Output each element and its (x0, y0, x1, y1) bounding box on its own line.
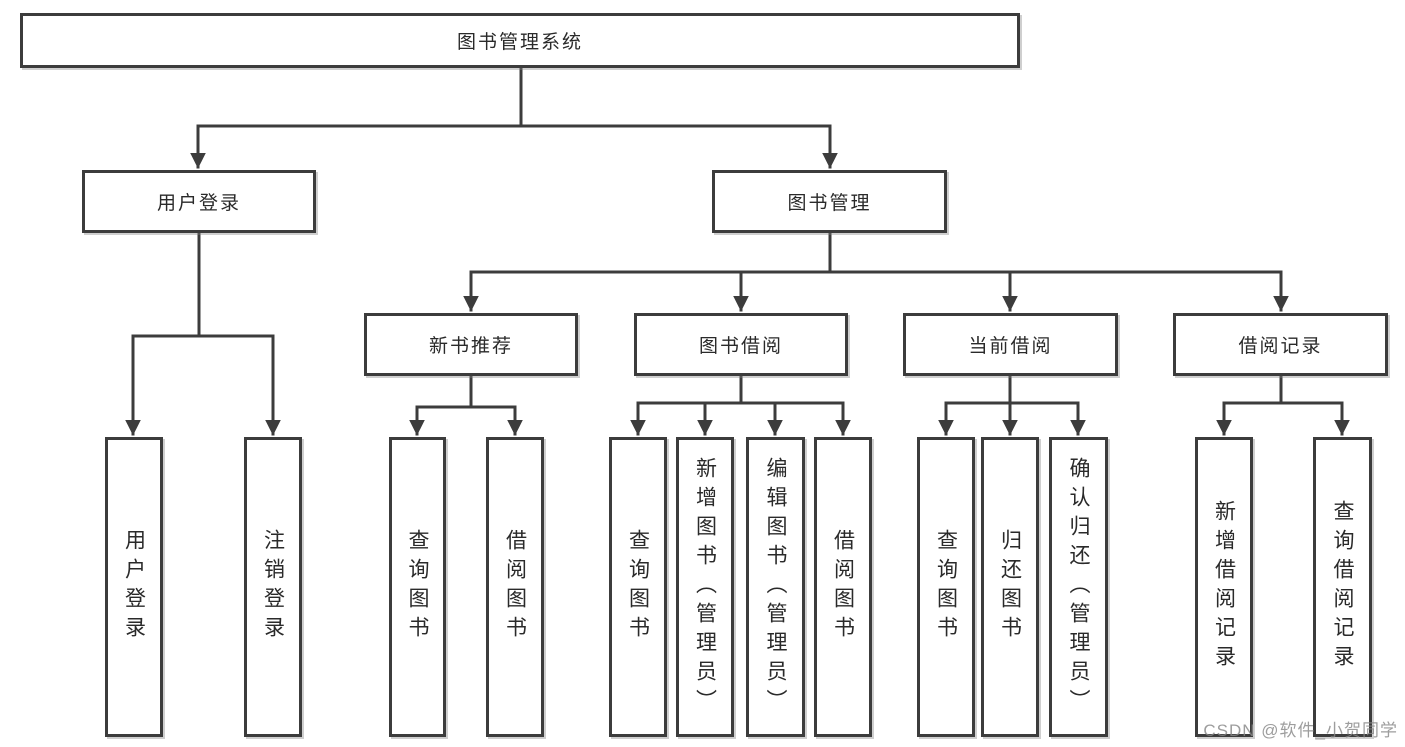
leaf-add-books-admin: 新增图书（管理员） (676, 437, 734, 737)
node-label: 借阅图书 (831, 529, 855, 645)
leaf-add-borrow-record: 新增借阅记录 (1195, 437, 1253, 737)
node-borrowing-records: 借阅记录 (1173, 313, 1388, 376)
leaf-search-books-recommend: 查询图书 (389, 437, 446, 737)
leaf-confirm-return-admin: 确认归还（管理员） (1049, 437, 1108, 737)
node-label: 确认归还（管理员） (1067, 456, 1090, 718)
node-label: 用户登录 (122, 529, 146, 645)
node-label: 注销登录 (261, 529, 285, 645)
leaf-edit-books-admin: 编辑图书（管理员） (746, 437, 805, 737)
node-book-borrowing: 图书借阅 (634, 313, 848, 376)
leaf-borrow-books-recommend: 借阅图书 (486, 437, 544, 737)
node-label: 图书借阅 (698, 336, 783, 357)
node-label: 归还图书 (998, 529, 1022, 645)
node-label: 编辑图书（管理员） (764, 456, 787, 718)
node-label: 新增借阅记录 (1212, 500, 1236, 674)
node-label: 查询图书 (626, 529, 650, 645)
node-library-management-system: 图书管理系统 (20, 13, 1020, 68)
node-label: 查询图书 (406, 529, 429, 645)
node-label: 借阅图书 (503, 529, 527, 645)
node-new-book-recommendation: 新书推荐 (364, 313, 578, 376)
node-label: 查询图书 (934, 529, 958, 645)
node-label: 新书推荐 (428, 336, 513, 357)
node-label: 图书管理系统 (456, 32, 583, 53)
node-label: 当前借阅 (968, 336, 1053, 357)
leaf-borrow-books-borrowing: 借阅图书 (814, 437, 872, 737)
node-label: 图书管理 (787, 193, 872, 214)
node-label: 查询借阅记录 (1331, 500, 1354, 674)
node-user-login: 用户登录 (82, 170, 316, 233)
node-label: 用户登录 (156, 193, 241, 214)
leaf-search-books-current: 查询图书 (917, 437, 975, 737)
leaf-user-login: 用户登录 (105, 437, 163, 737)
node-book-management: 图书管理 (712, 170, 947, 233)
leaf-logout-login: 注销登录 (244, 437, 302, 737)
node-label: 借阅记录 (1238, 336, 1323, 357)
node-label: 新增图书（管理员） (693, 456, 717, 718)
watermark: CSDN @软件_小贺同学 (1203, 721, 1398, 740)
leaf-search-borrow-record: 查询借阅记录 (1313, 437, 1372, 737)
node-current-borrowing: 当前借阅 (903, 313, 1118, 376)
leaf-search-books-borrowing: 查询图书 (609, 437, 667, 737)
leaf-return-books: 归还图书 (981, 437, 1039, 737)
